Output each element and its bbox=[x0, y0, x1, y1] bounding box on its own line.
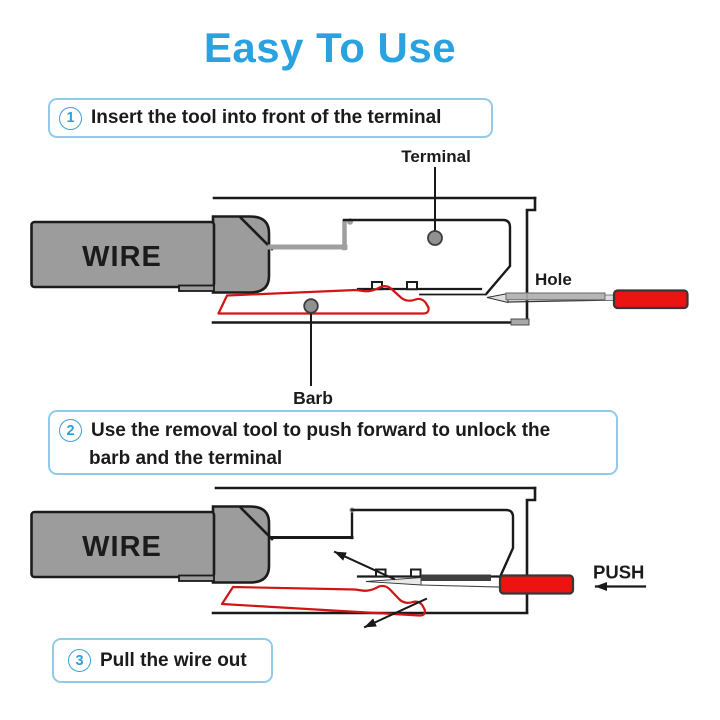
step-3-text: Pull the wire out bbox=[100, 649, 247, 671]
crimp-barrel-2 bbox=[211, 505, 271, 584]
barb-callout: Barb bbox=[293, 298, 333, 408]
crimp-wing-edge bbox=[239, 216, 274, 251]
barb-pointer-dot bbox=[303, 298, 319, 314]
step-1-number-badge: 1 bbox=[59, 106, 82, 130]
step-2-text-line2: barb and the terminal bbox=[89, 448, 283, 469]
wire-label: WIRE bbox=[82, 241, 162, 273]
tool-tip bbox=[486, 292, 509, 304]
crimp-wing-edge-2 bbox=[239, 506, 274, 541]
step-3-number-badge: 3 bbox=[68, 649, 91, 672]
push-annotation: PUSH bbox=[593, 562, 647, 591]
step-1-text: Insert the tool into front of the termin… bbox=[91, 107, 442, 128]
connector-housing bbox=[211, 196, 537, 324]
barb-outline-pushed bbox=[220, 584, 426, 617]
tool-handle bbox=[612, 289, 689, 310]
hole-label: Hole bbox=[535, 270, 572, 289]
wire-seal-tab bbox=[178, 284, 215, 292]
push-label: PUSH bbox=[593, 562, 644, 583]
barb-label: Barb bbox=[293, 388, 333, 408]
terminal-contact bbox=[267, 218, 512, 296]
step-1-box: 1 Insert the tool into front of the term… bbox=[48, 98, 493, 138]
step-3-box: 3 Pull the wire out bbox=[52, 638, 273, 683]
wire-label-2: WIRE bbox=[82, 531, 162, 563]
barb-outline bbox=[217, 285, 430, 315]
removal-tool-2 bbox=[365, 574, 575, 595]
lance-notch-2 bbox=[410, 568, 422, 578]
lance-notch bbox=[406, 281, 418, 291]
page-title: Easy To Use bbox=[203, 24, 457, 71]
terminal-contact-2 bbox=[268, 507, 515, 579]
step-2-box: 2 Use the removal tool to push forward t… bbox=[48, 410, 618, 475]
tool-handle-2 bbox=[498, 574, 575, 595]
step-2-text-line1: Use the removal tool to push forward to … bbox=[91, 419, 551, 441]
crimp-barrel bbox=[211, 215, 271, 294]
wire-block-2 bbox=[30, 510, 216, 579]
housing-bottom-tab bbox=[510, 318, 530, 326]
unlock-arrow-barb bbox=[363, 597, 428, 629]
terminal-pointer-dot bbox=[427, 230, 443, 246]
tool-shaft-2 bbox=[421, 574, 491, 581]
unlock-arrow-lance bbox=[333, 550, 396, 581]
wire-block bbox=[30, 220, 216, 289]
removal-tool bbox=[486, 289, 689, 310]
terminal-label: Terminal bbox=[401, 147, 471, 166]
step-2-number-badge: 2 bbox=[59, 419, 82, 442]
tool-shaft bbox=[505, 292, 606, 301]
diagram-step2-push-unlock: WIRE bbox=[30, 486, 647, 629]
terminal-callout: Terminal bbox=[401, 147, 471, 246]
wire-seal-tab-2 bbox=[178, 574, 215, 582]
diagram-step1-insert-tool: Terminal WIRE bbox=[30, 147, 689, 408]
